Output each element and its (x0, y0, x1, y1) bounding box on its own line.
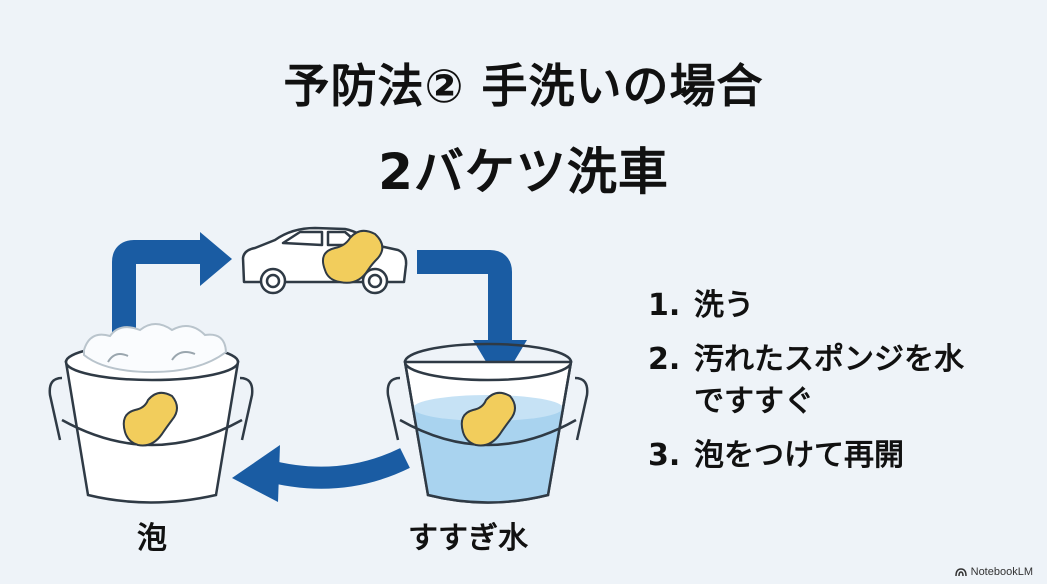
sponge-in-foam-bucket-icon (122, 391, 178, 447)
step-text: 汚れたスポンジを水ですすぐ (694, 342, 964, 419)
brand-label: NotebookLM (970, 566, 1033, 578)
step-text: 泡をつけて再開 (694, 438, 904, 473)
step-item-1: 1. 洗う (648, 285, 984, 327)
title-line-2: 2バケツ洗車 (378, 143, 669, 201)
steps-list: 1. 洗う 2. 汚れたスポンジを水ですすぐ 3. 泡をつけて再開 (648, 285, 984, 489)
foam-bucket-label: 泡 (137, 521, 167, 556)
notebooklm-logo-icon (954, 568, 967, 577)
step-item-2: 2. 汚れたスポンジを水ですすぐ (648, 339, 984, 423)
rinse-bucket-label: すすぎ水 (408, 521, 528, 556)
step-number: 3. (648, 438, 681, 473)
step-item-3: 3. 泡をつけて再開 (648, 435, 984, 477)
arrow-foam-to-car-icon (112, 232, 232, 335)
step-number: 1. (648, 288, 681, 323)
title-line-1: 予防法② 手洗いの場合 (283, 59, 764, 113)
notebooklm-watermark: NotebookLM (954, 566, 1033, 578)
sponge-on-car-icon (322, 229, 384, 284)
step-number: 2. (648, 342, 681, 377)
step-text: 洗う (694, 288, 754, 323)
arrow-rinse-to-foam-icon (232, 445, 410, 502)
sponge-in-rinse-bucket-icon (460, 391, 516, 447)
